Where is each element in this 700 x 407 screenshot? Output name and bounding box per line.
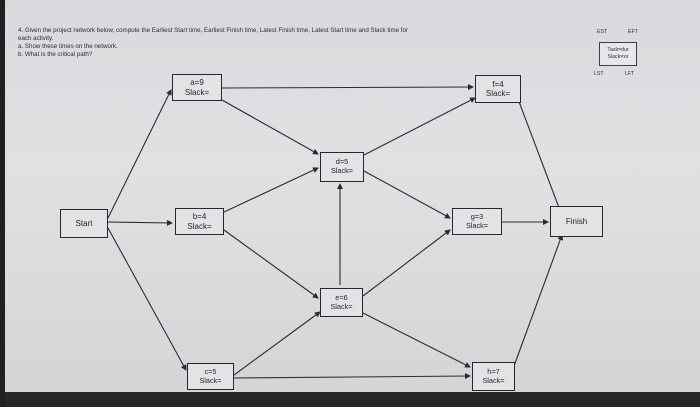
legend-lft: LFT xyxy=(625,71,635,77)
node-f-task: f=4 xyxy=(492,79,504,89)
node-finish-label: Finish xyxy=(565,216,588,226)
arrow-c-e xyxy=(233,311,321,376)
node-g-slack: Slack= xyxy=(465,220,489,230)
arrow-b-d xyxy=(223,167,319,213)
legend-lst: LST xyxy=(594,71,604,77)
question-text: 4. Given the project network below, comp… xyxy=(18,27,578,59)
monitor-bezel-left xyxy=(0,0,5,407)
node-g: g=3 Slack= xyxy=(452,208,502,235)
arrow-a-d xyxy=(221,99,319,155)
node-legend: EST EFT Task=dur Slack=xx LST LFT xyxy=(588,25,648,87)
node-c-slack: Slack= xyxy=(199,375,222,385)
arrow-start-c xyxy=(107,227,187,371)
arrow-start-a xyxy=(107,89,172,219)
node-g-task: g=3 xyxy=(470,211,484,221)
node-finish: Finish xyxy=(550,206,603,237)
arrow-h-finish xyxy=(513,234,564,367)
question-part-b: b. What is the critical path? xyxy=(18,51,93,59)
node-e-task: e=6 xyxy=(335,292,348,302)
legend-slack: Slack=xx xyxy=(607,54,629,60)
monitor-bezel-bottom xyxy=(0,392,700,407)
question-line-2: each activity. xyxy=(18,35,54,43)
arrow-f-finish xyxy=(517,98,563,214)
node-h-task: h=7 xyxy=(487,366,500,376)
arrow-d-f xyxy=(363,97,476,156)
node-c: c=5 Slack= xyxy=(187,363,234,390)
node-e-slack: Slack= xyxy=(330,301,353,311)
node-a: a=9 Slack= xyxy=(172,74,222,101)
node-b-task: b=4 xyxy=(192,212,207,221)
arrow-c-h xyxy=(233,373,471,380)
node-f: f=4 Slack= xyxy=(475,75,521,103)
legend-task-dur: Task=dur xyxy=(607,47,629,53)
node-a-slack: Slack= xyxy=(184,87,210,97)
legend-eft: EFT xyxy=(628,29,638,35)
node-start: Start xyxy=(60,209,108,238)
node-c-task: c=5 xyxy=(204,366,217,376)
node-d: d=5 Slack= xyxy=(320,152,364,182)
arrow-b-e xyxy=(223,229,319,299)
node-b: b=4 Slack= xyxy=(175,208,224,235)
node-e: e=6 Slack= xyxy=(320,288,363,317)
arrow-e-h xyxy=(362,312,471,368)
node-h: h=7 Slack= xyxy=(472,362,515,391)
node-f-slack: Slack= xyxy=(485,89,511,98)
legend-est: EST xyxy=(597,29,608,35)
node-d-slack: Slack= xyxy=(330,166,354,175)
legend-node-box: Task=dur Slack=xx xyxy=(599,42,637,66)
node-h-slack: Slack= xyxy=(482,375,505,385)
arrow-d-g xyxy=(363,170,451,219)
question-line-1: 4. Given the project network below, comp… xyxy=(18,27,408,34)
node-d-task: d=5 xyxy=(335,157,349,167)
node-start-label: Start xyxy=(75,218,93,228)
arrow-e-g xyxy=(362,229,451,297)
arrow-a-f xyxy=(221,84,474,91)
node-a-task: a=9 xyxy=(190,78,204,87)
node-b-slack: Slack= xyxy=(187,221,212,231)
arrow-start-b xyxy=(107,219,173,226)
question-part-a: a. Show these times on the network. xyxy=(18,43,118,51)
